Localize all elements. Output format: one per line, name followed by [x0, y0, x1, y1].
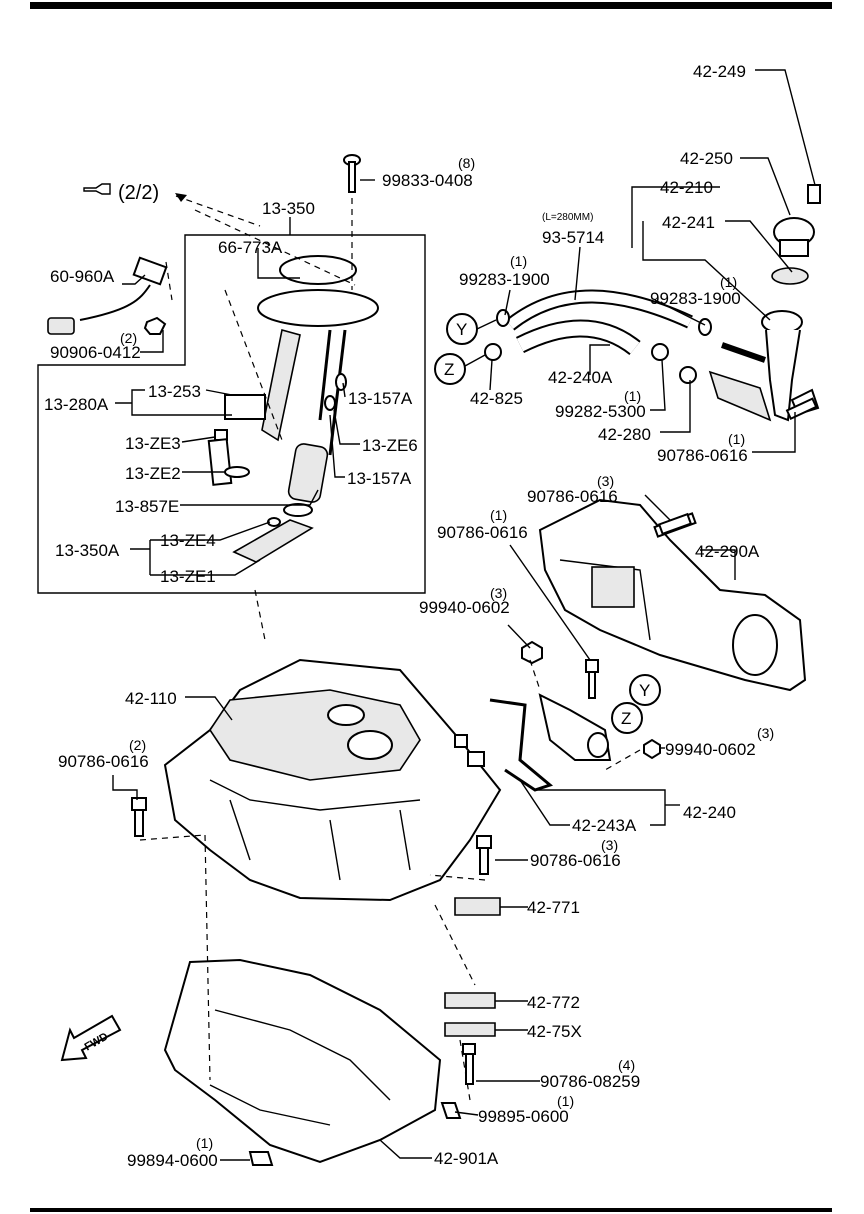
- callout-13-280a[interactable]: 13-280A: [44, 395, 109, 414]
- callout-42-825[interactable]: 42-825: [470, 389, 523, 408]
- svg-text:(4): (4): [618, 1057, 635, 1073]
- svg-text:(L=280MM): (L=280MM): [542, 212, 593, 223]
- svg-text:(3): (3): [597, 473, 614, 489]
- callout-13-ze1[interactable]: 13-ZE1: [160, 567, 216, 586]
- wire-harness: [47, 256, 168, 335]
- page-ref[interactable]: (2/2): [83, 182, 159, 204]
- callout-13-ze4[interactable]: 13-ZE4: [160, 531, 216, 550]
- callout-90906-0412[interactable]: 90906-0412: [50, 343, 141, 362]
- callout-13-857e[interactable]: 13-857E: [115, 497, 179, 516]
- callout-90786-0616-b[interactable]: 90786-0616: [527, 487, 618, 506]
- svg-text:(1): (1): [510, 253, 527, 269]
- svg-text:(1): (1): [728, 431, 745, 447]
- callout-99833-0408[interactable]: 99833-0408: [382, 171, 473, 190]
- fuel-pump-unit: [207, 255, 379, 563]
- callout-90786-0616-d[interactable]: 90786-0616: [58, 752, 149, 771]
- svg-text:Y: Y: [639, 681, 650, 700]
- pointing-hand-icon: [83, 183, 111, 195]
- callout-13-157a-a[interactable]: 13-157A: [348, 389, 413, 408]
- hoses: [484, 289, 712, 384]
- marker-y-mid: Y: [629, 674, 661, 706]
- svg-text:(1): (1): [624, 388, 641, 404]
- svg-text:(1): (1): [196, 1135, 213, 1151]
- page-ref-label: (2/2): [118, 182, 159, 204]
- marker-z-mid: Z: [611, 702, 643, 734]
- clips: [248, 897, 501, 1166]
- svg-text:(1): (1): [557, 1093, 574, 1109]
- svg-text:(2): (2): [120, 330, 137, 346]
- forward-arrow-icon: FWD: [60, 1014, 122, 1062]
- callout-42-280[interactable]: 42-280: [598, 425, 651, 444]
- callout-42-240a[interactable]: 42-240A: [548, 368, 613, 387]
- callout-42-249[interactable]: 42-249: [693, 62, 746, 81]
- callout-99282-5300[interactable]: 99282-5300: [555, 402, 646, 421]
- heat-shield: [538, 498, 807, 692]
- callout-60-960a[interactable]: 60-960A: [50, 267, 115, 286]
- callout-42-241[interactable]: 42-241: [662, 213, 715, 232]
- svg-text:(2): (2): [129, 737, 146, 753]
- callout-42-772[interactable]: 42-772: [527, 993, 580, 1012]
- marker-y-top: Y: [446, 313, 478, 345]
- pump-assembly-frame: [37, 234, 426, 594]
- callout-42-240[interactable]: 42-240: [683, 803, 736, 822]
- callout-13-350a[interactable]: 13-350A: [55, 541, 120, 560]
- svg-text:(1): (1): [720, 274, 737, 290]
- fuel-tank: [163, 658, 502, 902]
- leader-lines: [112, 69, 816, 1161]
- callout-13-253[interactable]: 13-253: [148, 382, 201, 401]
- svg-text:(3): (3): [601, 837, 618, 853]
- top-border: [30, 2, 832, 9]
- callout-42-250[interactable]: 42-250: [680, 149, 733, 168]
- callout-99895-0600[interactable]: 99895-0600: [478, 1107, 569, 1126]
- callout-42-290a[interactable]: 42-290A: [695, 542, 760, 561]
- bolt-99833: [343, 154, 361, 193]
- callout-90786-08259[interactable]: 90786-08259: [540, 1072, 640, 1091]
- callout-90786-0616-e[interactable]: 90786-0616: [530, 851, 621, 870]
- callout-99283-1900-b[interactable]: 99283-1900: [650, 289, 741, 308]
- svg-text:Y: Y: [456, 320, 467, 339]
- callout-99283-1900-a[interactable]: 99283-1900: [459, 270, 550, 289]
- callout-13-350[interactable]: 13-350: [262, 199, 315, 218]
- marker-z-top: Z: [434, 353, 466, 385]
- svg-text:(3): (3): [490, 585, 507, 601]
- callout-99940-0602-b[interactable]: 99940-0602: [665, 740, 756, 759]
- callout-93-5714[interactable]: 93-5714: [542, 228, 604, 247]
- callout-66-773a[interactable]: 66-773A: [218, 238, 283, 257]
- callout-13-ze2[interactable]: 13-ZE2: [125, 464, 181, 483]
- callout-90786-0616-a[interactable]: 90786-0616: [657, 446, 748, 465]
- svg-text:Z: Z: [444, 360, 454, 379]
- callout-42-75x[interactable]: 42-75X: [527, 1022, 582, 1041]
- svg-text:(3): (3): [757, 725, 774, 741]
- callout-99894-0600[interactable]: 99894-0600: [127, 1151, 218, 1170]
- callout-42-771[interactable]: 42-771: [527, 898, 580, 917]
- callout-42-901a[interactable]: 42-901A: [434, 1149, 499, 1168]
- callout-labels: 42-249 42-250 42-210 42-241 (8) 99833-04…: [44, 62, 774, 1170]
- callout-13-ze3[interactable]: 13-ZE3: [125, 434, 181, 453]
- callout-42-243a[interactable]: 42-243A: [572, 816, 637, 835]
- svg-text:Z: Z: [621, 709, 631, 728]
- callout-13-ze6[interactable]: 13-ZE6: [362, 436, 418, 455]
- fasteners: [131, 397, 818, 1085]
- bracket-assembly: [489, 693, 612, 792]
- bottom-border: [30, 1208, 832, 1212]
- callout-42-110[interactable]: 42-110: [125, 689, 177, 708]
- svg-text:(1): (1): [490, 507, 507, 523]
- under-guard: [163, 958, 442, 1164]
- callout-42-210[interactable]: 42-210: [660, 178, 713, 197]
- callout-13-157a-b[interactable]: 13-157A: [347, 469, 412, 488]
- svg-text:(8): (8): [458, 155, 475, 171]
- callout-90786-0616-c[interactable]: 90786-0616: [437, 523, 528, 542]
- callout-99940-0602-a[interactable]: 99940-0602: [419, 598, 510, 617]
